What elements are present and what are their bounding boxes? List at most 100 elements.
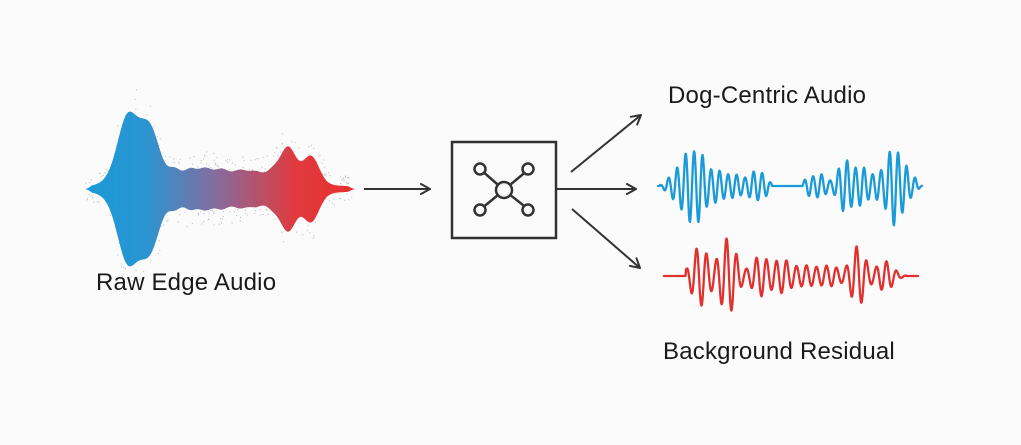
noise-dot [300, 160, 302, 162]
noise-dot [200, 211, 202, 213]
noise-dot [104, 172, 106, 174]
noise-dot [131, 276, 133, 278]
noise-dot [189, 157, 191, 159]
noise-dot [239, 220, 241, 222]
noise-dot [254, 210, 257, 212]
noise-dot [200, 159, 202, 162]
noise-dot [260, 214, 262, 216]
noise-dot [314, 221, 317, 223]
noise-dot [89, 182, 91, 184]
noise-dot [207, 210, 209, 212]
noise-dot [173, 158, 175, 160]
raw-edge-audio-label: Raw Edge Audio [96, 269, 277, 296]
noise-dot [347, 199, 349, 201]
noise-dot [343, 180, 345, 182]
noise-dot [88, 194, 90, 196]
noise-dot [163, 224, 165, 226]
noise-dot [247, 214, 249, 216]
noise-dot [343, 177, 345, 179]
noise-dot [217, 166, 219, 168]
dog-centric-waveform [656, 150, 924, 227]
noise-dot [117, 125, 119, 127]
noise-dot [254, 212, 256, 214]
noise-dot [182, 169, 184, 171]
noise-dot [266, 155, 268, 157]
noise-dot [197, 213, 199, 215]
noise-dot [213, 159, 215, 161]
noise-dot [191, 223, 193, 225]
noise-dot [255, 207, 257, 209]
noise-dot [276, 147, 278, 149]
noise-dot [233, 211, 236, 213]
dog-centric-audio-label: Dog-Centric Audio [668, 82, 867, 109]
noise-dot [347, 177, 349, 179]
noise-dot [100, 175, 102, 177]
noise-dot [291, 141, 293, 143]
noise-dot [178, 162, 180, 164]
noise-dot [204, 154, 206, 156]
noise-dot [85, 182, 87, 184]
noise-dot [328, 200, 330, 202]
noise-dot [240, 216, 242, 219]
noise-dot [317, 155, 320, 157]
noise-dot [332, 202, 334, 204]
noise-dot [250, 159, 252, 161]
noise-dot [341, 179, 343, 181]
noise-dot [279, 151, 281, 153]
noise-dot [203, 158, 205, 160]
noise-dot [211, 167, 213, 169]
noise-dot [234, 169, 236, 171]
noise-dot [220, 222, 222, 224]
noise-dot [351, 196, 353, 198]
noise-dot [261, 166, 263, 168]
noise-dot [179, 158, 181, 160]
noise-dot [164, 156, 166, 158]
noise-dot [277, 154, 279, 156]
noise-dot [275, 146, 277, 148]
noise-dot [90, 195, 92, 197]
processor-box [450, 140, 558, 240]
noise-dot [156, 135, 159, 137]
noise-dot [177, 161, 180, 163]
noise-dot [206, 163, 208, 165]
noise-dot [229, 169, 231, 171]
noise-dot [266, 209, 268, 211]
noise-dot [298, 147, 300, 149]
noise-dot [323, 173, 325, 175]
noise-dot [226, 161, 229, 163]
noise-dot [159, 138, 161, 140]
noise-dot [124, 267, 126, 269]
noise-dot [213, 212, 215, 214]
arrow-processor-to-dog-label [570, 114, 642, 173]
noise-dot [213, 224, 215, 226]
noise-dot [333, 204, 335, 206]
noise-dot [309, 232, 311, 234]
noise-dot [310, 144, 312, 146]
noise-dot [216, 156, 218, 158]
noise-dot [282, 133, 284, 135]
noise-dot [346, 181, 348, 183]
noise-dot [323, 159, 325, 161]
noise-dot [107, 170, 109, 172]
noise-dot [340, 176, 342, 178]
noise-dot [158, 240, 160, 242]
noise-dot [329, 175, 331, 177]
noise-dot [242, 156, 244, 158]
noise-dot [90, 179, 92, 181]
noise-dot [164, 160, 166, 162]
noise-dot [169, 156, 171, 158]
noise-dot [312, 237, 314, 239]
noise-dot [212, 152, 215, 155]
noise-dot [174, 161, 176, 163]
noise-dot [216, 164, 218, 167]
noise-dot [307, 225, 309, 227]
noise-dot [319, 154, 321, 156]
noise-dot [226, 158, 229, 160]
noise-dot [325, 174, 327, 176]
noise-dot [245, 212, 247, 214]
noise-dot [222, 218, 224, 220]
noise-dot [321, 162, 323, 164]
noise-dot [308, 146, 310, 148]
noise-dot [135, 270, 137, 272]
